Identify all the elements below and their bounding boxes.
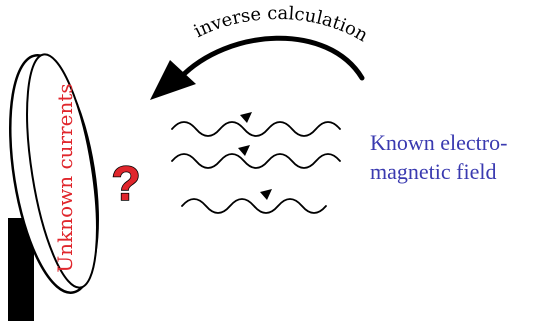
wave-arrow-3-icon xyxy=(260,189,272,200)
wave-arrow-1-icon xyxy=(240,112,252,123)
inverse-calculation-arrow xyxy=(177,35,365,81)
wave-1 xyxy=(171,121,341,137)
wave-group xyxy=(171,121,341,214)
unknown-currents-label: Unknown currents xyxy=(53,83,77,272)
wave-3 xyxy=(181,198,327,214)
antenna-dish-face xyxy=(26,53,98,289)
wave-arrow-2-icon xyxy=(238,145,250,156)
wave-arrowheads xyxy=(238,112,272,200)
arrow-head-icon xyxy=(150,60,196,100)
known-field-label-line2: magnetic field xyxy=(370,159,497,184)
question-mark: ? xyxy=(111,158,140,211)
known-field-label-line1: Known electro- xyxy=(370,130,508,155)
wave-2 xyxy=(171,153,341,169)
known-field-label: Known electro- magnetic field xyxy=(370,128,537,186)
